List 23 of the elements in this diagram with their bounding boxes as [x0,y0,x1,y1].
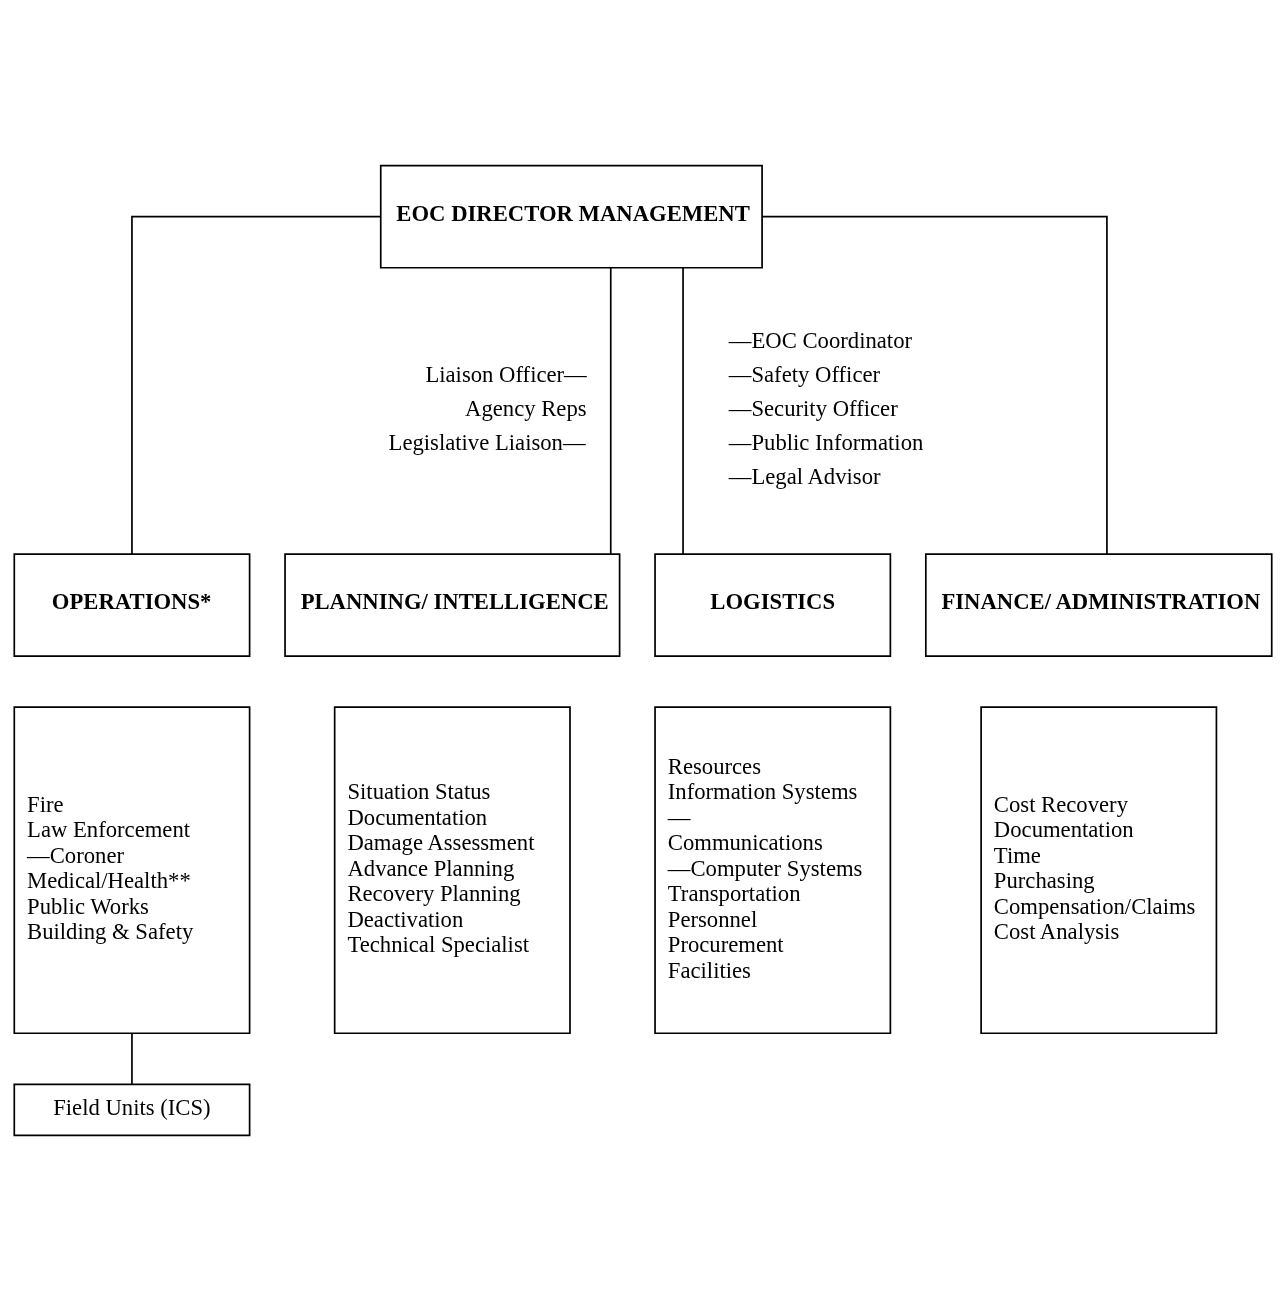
node-box: Cost Recovery Documentation Time Purchasing Compensation/Claims Cost Analysis [980,706,1218,1035]
label: —Security Officer [728,396,898,422]
node-box: EOC DIRECTOR MANAGEMENT [379,164,763,269]
node-box: PLANNING/ INTELLIGENCE [284,553,621,657]
node-box: FINANCE/ ADMINISTRATION [924,553,1273,657]
node-box: Situation Status Documentation Damage Assessment Advance Planning Recovery Planning Deactivation Technical Specialist [333,706,571,1035]
node-box: Field Units (ICS) [13,1083,251,1137]
label: Liaison Officer— [425,362,587,388]
connector [609,267,612,555]
connector [131,1032,133,1085]
label: —Legal Advisor [728,464,881,490]
node-box: Resources Information Systems — Communications —Computer Systems Transportation Personnel Procurement Facilities [654,706,892,1035]
label: Legislative Liaison— [388,430,586,456]
label: —EOC Coordinator [728,328,913,354]
connector [761,215,1108,555]
connector [682,267,684,555]
connector [131,215,382,555]
node-box: OPERATIONS* [13,553,251,657]
label: Agency Reps [465,396,587,422]
node-box: LOGISTICS [654,553,892,657]
label: —Safety Officer [728,362,881,388]
label: —Public Information [728,430,924,456]
node-box: Fire Law Enforcement —Coroner Medical/Health** Public Works Building & Safety [13,706,251,1035]
